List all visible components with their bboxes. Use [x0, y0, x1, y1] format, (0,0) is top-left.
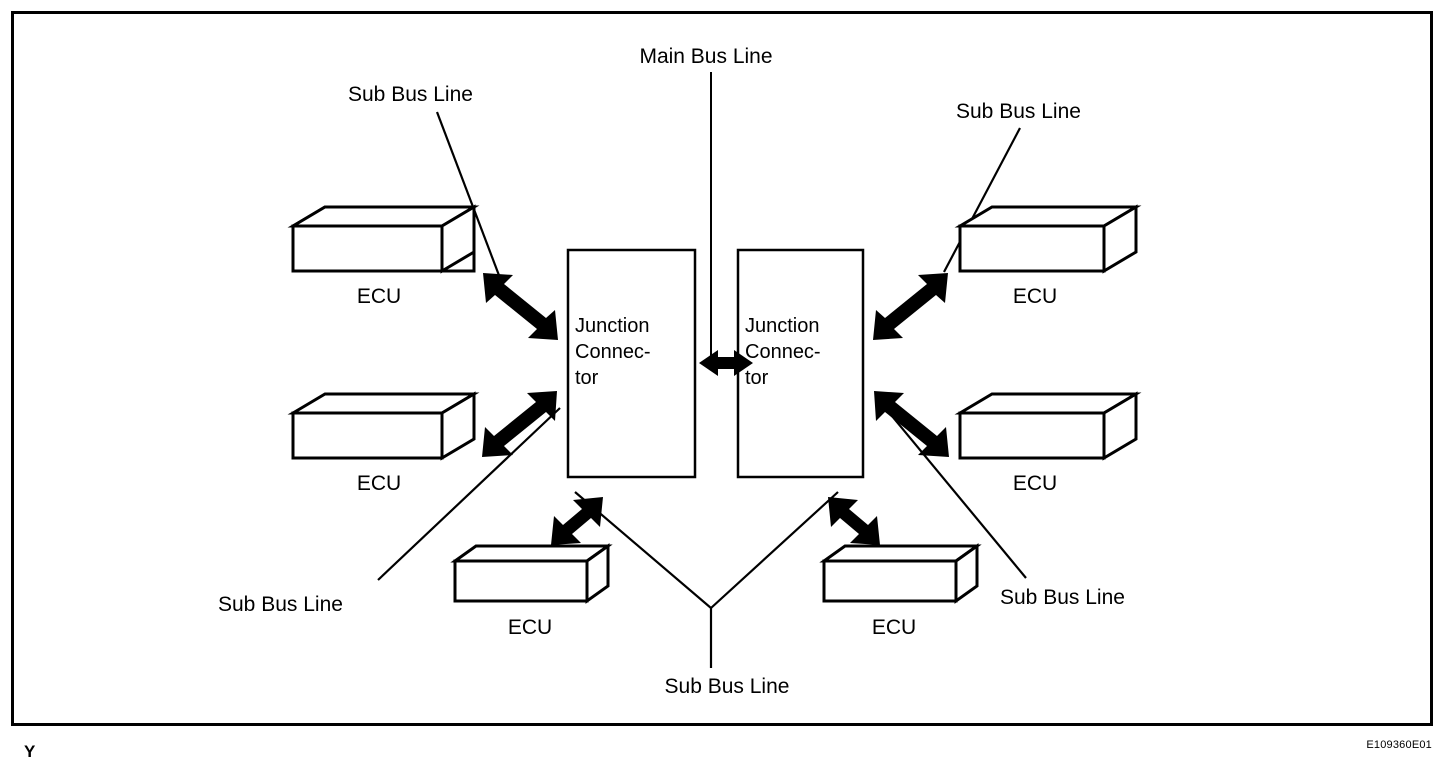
junction-connector-right-line1: Junction	[745, 315, 820, 337]
junction-connector-right-line2: Connec-	[745, 341, 821, 363]
ecu-mid-left-side-face	[440, 391, 476, 461]
ecu-bottom-left-top-face	[450, 544, 613, 563]
ecu-top-left-label: ECU	[357, 285, 401, 308]
ecu-top-right-side-face	[1102, 204, 1138, 274]
ecu-mid-right-side-face	[1102, 391, 1138, 461]
junction-connector-right-line3: tor	[745, 367, 769, 389]
arrow-ecu-top-left-to-junction	[483, 273, 558, 340]
ecu-mid-right-front-face[interactable]	[958, 411, 1106, 460]
ecu-bottom-right-label: ECU	[872, 616, 916, 639]
callout-sub-bus-left-label: Sub Bus Line	[218, 593, 343, 616]
junction-connector-right[interactable]: Junction Connec- tor	[736, 248, 865, 479]
ecu-top-left[interactable]: ECU	[287, 204, 480, 308]
ecu-mid-left-label: ECU	[357, 472, 401, 495]
junction-connector-left-box[interactable]	[566, 248, 697, 479]
ecu-bottom-left-side-face	[585, 543, 610, 604]
sub-bus-line-top-left	[435, 111, 502, 279]
sub-bus-line-right	[881, 403, 1027, 579]
ecu-bottom-left[interactable]: ECU	[450, 543, 613, 639]
arrow-ecu-top-right-to-junction	[873, 273, 948, 340]
ecu-bottom-left-label: ECU	[508, 616, 552, 639]
sub-bus-line-left	[377, 407, 561, 581]
diagram-border	[11, 11, 1433, 726]
ecu-top-left-side-face	[440, 204, 476, 274]
arrow-ecu-bottom-left-to-junction	[551, 497, 603, 545]
junction-connector-left-line1: Junction	[575, 315, 650, 337]
ecu-bottom-right-top-face	[819, 544, 982, 563]
ecu-top-left-front-face	[291, 224, 444, 273]
arrow-ecu-mid-left-to-junction	[482, 391, 557, 457]
arrow-between-junctions	[699, 350, 753, 376]
ecu-mid-left-front-face[interactable]	[291, 411, 444, 460]
callout-sub-bus-bottom-label: Sub Bus Line	[665, 675, 790, 698]
ecu-bottom-left-front-face[interactable]	[453, 559, 589, 603]
corner-marker: Y	[24, 742, 36, 761]
ecu-bottom-right-front-face[interactable]	[822, 559, 958, 603]
callout-sub-bus-top-right-label: Sub Bus Line	[956, 100, 1081, 123]
ecu-bottom-right[interactable]: ECU	[819, 543, 982, 639]
figure-code: E109360E01	[1366, 739, 1432, 751]
junction-connector-left-line3: tor	[575, 367, 599, 389]
ecu-top-right-label: ECU	[1013, 285, 1057, 308]
junction-connector-left-line2: Connec-	[575, 341, 651, 363]
junction-connector-right-box[interactable]	[736, 248, 865, 479]
sub-bus-line-bottom-right-branch	[710, 491, 839, 609]
sub-bus-line-top-right	[943, 127, 1021, 273]
callout-sub-bus-top-left-label: Sub Bus Line	[348, 83, 473, 106]
ecu-top-right[interactable]: ECU	[954, 204, 1142, 308]
ecu-bottom-right-side-face	[954, 543, 979, 604]
ecu-mid-right[interactable]: ECU	[954, 391, 1142, 495]
arrow-ecu-bottom-right-to-junction	[828, 497, 880, 545]
ecu-mid-right-label: ECU	[1013, 472, 1057, 495]
callout-sub-bus-right-label: Sub Bus Line	[1000, 586, 1125, 609]
ecu-top-right-front-face[interactable]	[958, 224, 1106, 273]
ecu-mid-left[interactable]: ECU	[287, 391, 480, 495]
callout-main-bus-label: Main Bus Line	[639, 45, 772, 68]
junction-connector-left[interactable]: Junction Connec- tor	[566, 248, 697, 479]
arrow-ecu-mid-right-to-junction	[874, 391, 949, 457]
